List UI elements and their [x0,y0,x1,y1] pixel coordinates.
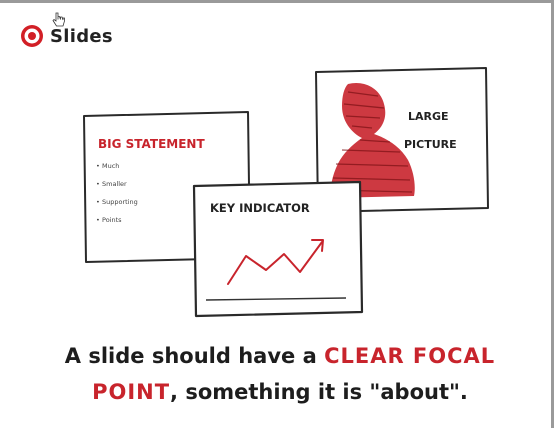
target-icon [21,25,43,47]
key-indicator-card: KEY INDICATOR [192,180,364,318]
key-indicator-title: KEY INDICATOR [210,201,310,215]
brand-name: Slides [50,25,113,47]
bullet-1: • [96,162,100,170]
bullet-2: • [96,180,100,188]
brand: Slides [20,24,113,48]
bullet-4-text: Points [102,216,122,224]
slide-caption: A slide should have a CLEAR FOCAL POINT,… [40,338,520,410]
top-border [0,0,554,3]
large-picture-line2: PICTURE [404,138,457,151]
person-silhouette-icon [330,82,415,198]
caption-part1: A slide should have a [64,344,325,368]
large-picture-line1: LARGE [408,110,449,123]
caption-highlight1: CLEAR FOCAL [324,344,496,368]
bullet-4: • [96,216,100,224]
bullet-3-text: Supporting [102,198,138,206]
chart-axis [205,297,347,301]
bullet-2-text: Smaller [102,180,127,188]
bullet-1-text: Much [102,162,119,170]
trend-up-line-icon [227,239,324,285]
large-picture-card: LARGE PICTURE [315,67,489,213]
big-statement-title: BIG STATEMENT [98,137,205,151]
caption-part2: , something it is "about". [170,380,468,404]
caption-highlight2: POINT [92,380,171,404]
hand-cursor-icon [52,12,65,27]
bullet-3: • [96,198,100,206]
right-border [551,0,554,428]
